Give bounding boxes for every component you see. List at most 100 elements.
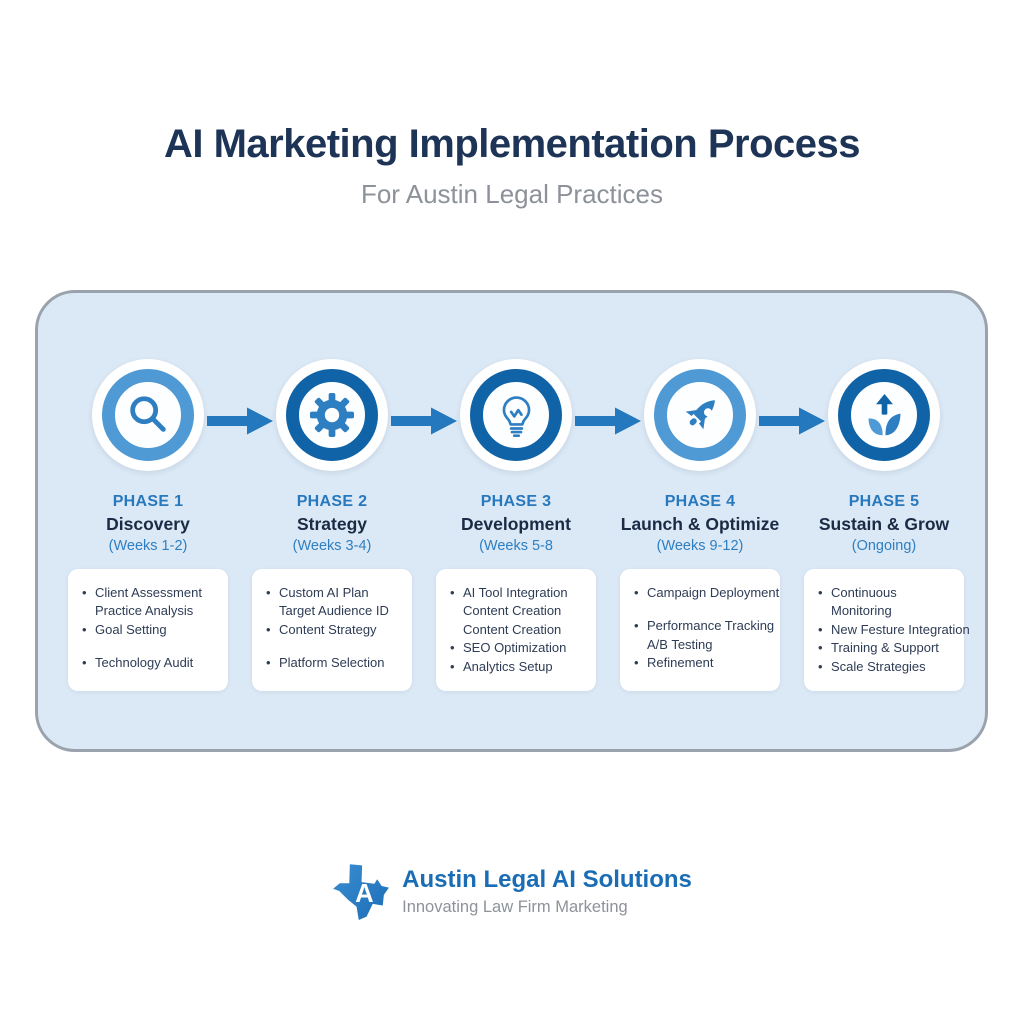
list-item-text: Content Strategy bbox=[279, 621, 377, 637]
phase-card: • Custom AI Plan • Target Audience ID • … bbox=[252, 569, 412, 691]
list-item: • Training & Support bbox=[818, 639, 956, 657]
list-item-text: Content Creation bbox=[463, 603, 562, 619]
phase-ring bbox=[470, 369, 562, 461]
list-item: • Platform Selection bbox=[266, 654, 404, 672]
list-item: • Campaign Deployment bbox=[634, 584, 779, 602]
phase-card: • Continuous • Monitoring • New Festure … bbox=[804, 569, 970, 691]
list-item-text: Goal Setting bbox=[95, 621, 167, 637]
phase-circle bbox=[644, 359, 756, 471]
page-subtitle: For Austin Legal Practices bbox=[360, 179, 664, 209]
bullet-icon: • bbox=[818, 640, 823, 656]
phase-ring bbox=[838, 369, 930, 461]
phase-column: PHASE 2 Strategy (Weeks 3-4) • Custom AI… bbox=[240, 359, 424, 691]
bullet-icon: • bbox=[450, 658, 455, 674]
list-item-text: Training & Support bbox=[831, 640, 939, 656]
gear-icon bbox=[309, 392, 355, 438]
process-panel: PHASE 1 Discovery (Weeks 1-2) • Client A… bbox=[35, 290, 988, 752]
list-item: • AI Tool Integration bbox=[450, 584, 588, 602]
page-title: AI Marketing Implementation Process bbox=[163, 122, 861, 166]
list-item: • Analytics Setup bbox=[450, 658, 588, 676]
list-item-text: Performance Tracking bbox=[647, 618, 775, 634]
phase-circle bbox=[276, 359, 388, 471]
phase-label: PHASE 1 bbox=[112, 493, 184, 510]
phase-weeks: (Weeks 1-2) bbox=[108, 538, 188, 554]
list-item-text: Analytics Setup bbox=[463, 658, 553, 674]
footer-brand: A Austin Legal AI Solutions Innovating L… bbox=[0, 862, 1024, 920]
list-item: • Refinement bbox=[634, 654, 772, 672]
arrow-right-icon bbox=[575, 406, 641, 436]
list-item: • A/B Testing bbox=[634, 636, 772, 654]
list-item-text: AI Tool Integration bbox=[463, 585, 568, 600]
list-item-text: Scale Strategies bbox=[831, 658, 926, 674]
list-item-text: A/B Testing bbox=[647, 636, 713, 652]
phase-ring bbox=[102, 369, 194, 461]
bullet-icon: • bbox=[266, 585, 271, 600]
list-item: • Goal Setting bbox=[82, 621, 220, 639]
header: AI Marketing Implementation Process For … bbox=[0, 122, 1024, 210]
list-item-text: Refinement bbox=[647, 655, 714, 671]
list-item: • Content Creation bbox=[450, 621, 588, 639]
bullet-icon: • bbox=[450, 585, 455, 600]
arrow-right-icon bbox=[207, 406, 273, 436]
phase-card: • AI Tool Integration • Content Creation… bbox=[436, 569, 596, 691]
phase-column: PHASE 5 Sustain & Grow (Ongoing) • Conti… bbox=[792, 359, 976, 691]
bullet-icon: • bbox=[818, 658, 823, 674]
brand-tagline: Innovating Law Firm Marketing bbox=[402, 897, 628, 916]
phase-circle bbox=[828, 359, 940, 471]
list-item: • Target Audience ID bbox=[266, 602, 404, 620]
list-item-text: Client Assessment bbox=[95, 585, 202, 600]
list-item-text: Custom AI Plan bbox=[279, 585, 369, 600]
phase-weeks: (Ongoing) bbox=[851, 538, 917, 554]
list-item: • Monitoring bbox=[818, 602, 956, 620]
rocket-icon bbox=[677, 392, 723, 438]
bullet-icon: • bbox=[818, 585, 823, 600]
phase-label: PHASE 2 bbox=[296, 493, 368, 510]
bullet-icon: • bbox=[634, 655, 639, 671]
phase-ring bbox=[654, 369, 746, 461]
list-item-text: Target Audience ID bbox=[279, 603, 389, 619]
phase-weeks: (Weeks 3-4) bbox=[292, 538, 372, 554]
magnifier-icon bbox=[125, 392, 171, 438]
phase-name: Launch & Optimize bbox=[620, 514, 780, 534]
svg-text:A: A bbox=[355, 880, 374, 908]
list-item-text: Practice Analysis bbox=[95, 603, 194, 619]
list-item-text: Continuous bbox=[831, 585, 897, 600]
list-item-text: Monitoring bbox=[831, 603, 892, 619]
phase-card: • Client Assessment • Practice Analysis … bbox=[68, 569, 228, 691]
phase-ring bbox=[286, 369, 378, 461]
list-item: • Content Creation bbox=[450, 602, 588, 620]
list-item-text: New Festure Integration bbox=[831, 621, 970, 637]
bullet-icon: • bbox=[266, 621, 271, 637]
list-item: • Custom AI Plan bbox=[266, 584, 404, 602]
arrow-right-icon bbox=[391, 406, 457, 436]
bullet-icon: • bbox=[82, 585, 87, 600]
list-item: • Continuous bbox=[818, 584, 956, 602]
brand-name: Austin Legal AI Solutions bbox=[402, 865, 692, 893]
phase-column: PHASE 4 Launch & Optimize (Weeks 9-12) •… bbox=[608, 359, 792, 691]
lightbulb-icon bbox=[495, 394, 538, 437]
texas-logo-icon: A bbox=[332, 862, 390, 920]
phase-name: Development bbox=[461, 514, 571, 534]
list-item-text: Content Creation bbox=[463, 621, 562, 637]
phase-circle bbox=[460, 359, 572, 471]
phase-column: PHASE 3 Development (Weeks 5-8 • AI Tool… bbox=[424, 359, 608, 691]
phase-label: PHASE 5 bbox=[848, 493, 920, 510]
bullet-icon: • bbox=[634, 618, 639, 634]
list-item-text: SEO Optimization bbox=[463, 640, 567, 656]
phase-circle bbox=[92, 359, 204, 471]
bullet-icon: • bbox=[634, 585, 639, 600]
growth-icon bbox=[862, 393, 907, 438]
phase-name: Sustain & Grow bbox=[818, 514, 950, 534]
list-item: • Performance Tracking bbox=[634, 617, 775, 635]
list-item: • Practice Analysis bbox=[82, 602, 220, 620]
phase-name: Discovery bbox=[106, 514, 190, 534]
list-item: • Scale Strategies bbox=[818, 658, 956, 676]
phase-label: PHASE 4 bbox=[664, 493, 736, 510]
bullet-icon: • bbox=[266, 655, 271, 671]
phase-card: • Campaign Deployment • Performance Trac… bbox=[620, 569, 780, 691]
list-item: • Technology Audit bbox=[82, 654, 220, 672]
phase-column: PHASE 1 Discovery (Weeks 1-2) • Client A… bbox=[56, 359, 240, 691]
bullet-icon: • bbox=[82, 655, 87, 671]
footer-text: Austin Legal AI Solutions Innovating Law… bbox=[402, 866, 692, 917]
